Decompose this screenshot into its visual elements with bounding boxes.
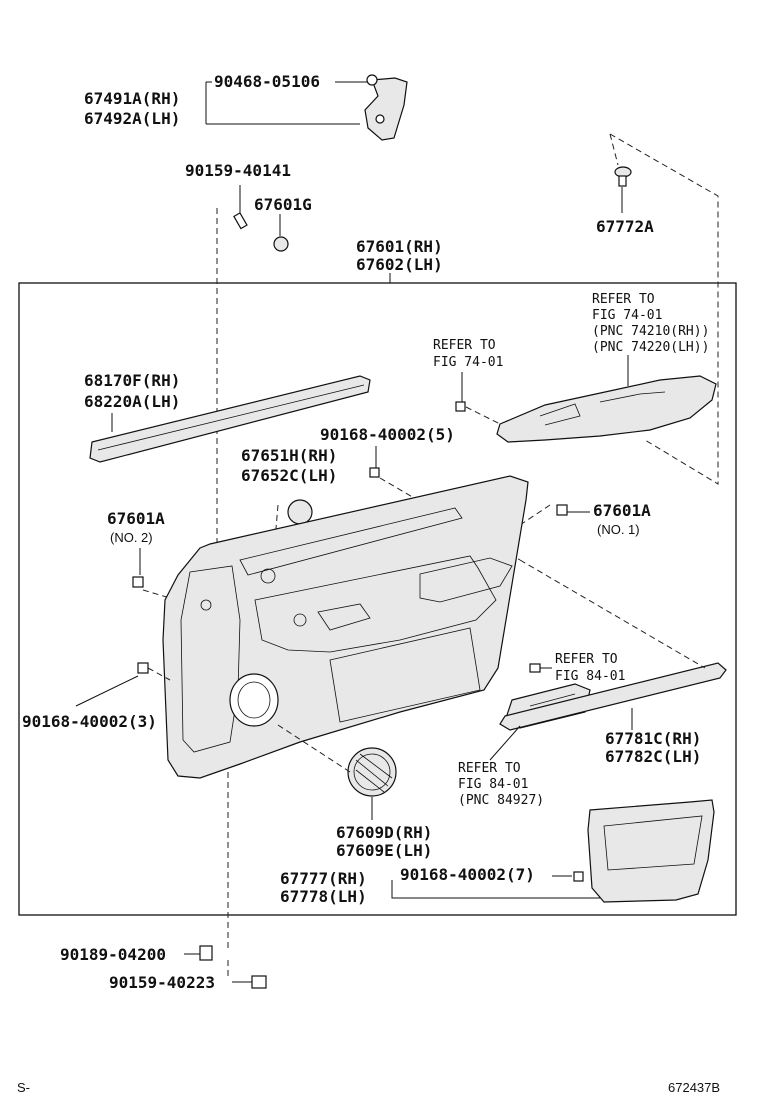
pocket-67777 (587, 799, 715, 903)
refer-74-right-line1: REFER TO (592, 292, 655, 307)
refer-84-b-line1: REFER TO (458, 761, 521, 776)
refer-84-a-line2: FIG 84-01 (555, 669, 625, 684)
screw-90168-3 (137, 662, 149, 674)
armrest-handle (496, 375, 717, 443)
label-90159-40223: 90159-40223 (109, 973, 215, 992)
label-67777: 67777(RH) (280, 869, 367, 888)
clip-67601a-right (556, 504, 568, 516)
assembly-frame (18, 282, 737, 916)
label-67772a: 67772A (596, 217, 654, 236)
label-67781c: 67781C(RH) (605, 729, 701, 748)
footer-left: S- (17, 1080, 30, 1095)
clip-67601a-left (132, 576, 144, 588)
label-90189: 90189-04200 (60, 945, 166, 964)
label-67782c: 67782C(LH) (605, 747, 701, 766)
label-67492a: 67492A(LH) (84, 109, 180, 128)
label-68170f: 68170F(RH) (84, 371, 180, 390)
refer-74-mid-line1: REFER TO (433, 338, 496, 353)
label-67609d: 67609D(RH) (336, 823, 432, 842)
door-trim-panel (162, 475, 529, 779)
label-67601: 67601(RH) (356, 237, 443, 256)
label-67601a-right-no: (NO. 1) (597, 522, 640, 537)
refer-74-mid-line2: FIG 74-01 (433, 355, 503, 370)
label-67778: 67778(LH) (280, 887, 367, 906)
grille-67651h (287, 499, 313, 525)
label-67651h: 67651H(RH) (241, 446, 337, 465)
refer-74-right-line3: (PNC 74210(RH)) (592, 324, 709, 339)
clip-90189 (199, 945, 213, 961)
screw-90168-7 (573, 871, 584, 882)
label-67601g: 67601G (254, 195, 312, 214)
screw-74-mid (455, 401, 466, 412)
screw-90168-5 (369, 467, 380, 478)
label-90468: 90468-05106 (214, 72, 320, 91)
label-67601a-right: 67601A (593, 501, 651, 520)
label-90159-40141: 90159-40141 (185, 161, 291, 180)
label-90168-7: 90168-40002(7) (400, 865, 535, 884)
label-90168-3: 90168-40002(3) (22, 712, 157, 731)
label-67602: 67602(LH) (356, 255, 443, 274)
label-67601a-left-no: (NO. 2) (110, 530, 153, 545)
label-67491a: 67491A(RH) (84, 89, 180, 108)
label-90168-5: 90168-40002(5) (320, 425, 455, 444)
moulding-67781c (499, 662, 727, 731)
weatherstrip-68170f (89, 375, 371, 463)
cap-67601g (273, 236, 289, 252)
refer-74-right-line2: FIG 74-01 (592, 308, 662, 323)
label-67601a-left: 67601A (107, 509, 165, 528)
diagram-id: 672437B (668, 1080, 720, 1095)
label-67652c: 67652C(LH) (241, 466, 337, 485)
clip-67772a (614, 166, 632, 187)
label-68220a: 68220A(LH) (84, 392, 180, 411)
refer-74-right-line4: (PNC 74220(LH)) (592, 340, 709, 355)
speaker-grille-67609d (347, 747, 397, 797)
part-67491a-bracket (364, 74, 408, 141)
screw-84-a (529, 663, 541, 673)
label-67609e: 67609E(LH) (336, 841, 432, 860)
screw-90159-40141 (233, 212, 248, 230)
refer-84-b-line3: (PNC 84927) (458, 793, 544, 808)
refer-84-a-line1: REFER TO (555, 652, 618, 667)
screw-90159-40223 (251, 975, 267, 989)
refer-84-b-line2: FIG 84-01 (458, 777, 528, 792)
